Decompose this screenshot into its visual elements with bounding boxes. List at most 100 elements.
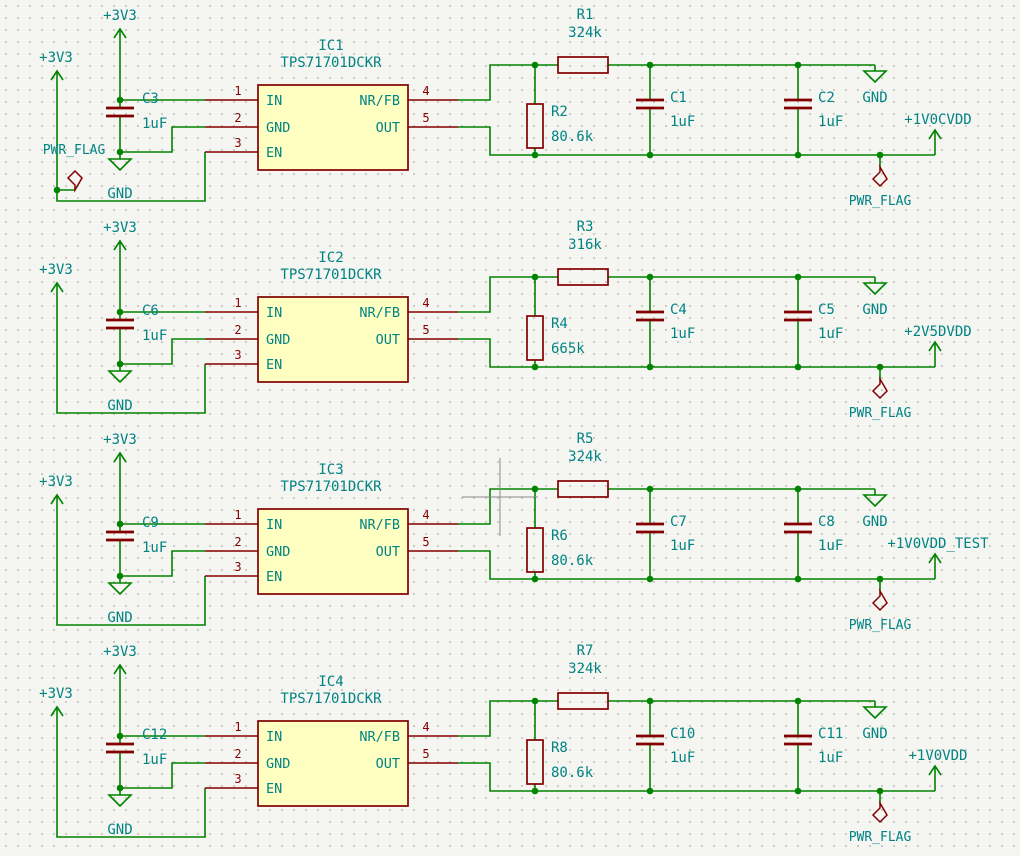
ic-body[interactable] <box>257 720 409 807</box>
power-flag-output[interactable]: PWR_FLAG <box>849 376 912 421</box>
resistor-r7[interactable]: R7 324k <box>557 643 609 710</box>
resistor-r5[interactable]: R5 324k <box>557 431 609 498</box>
capacitor-c9[interactable]: C9 1uF <box>106 515 167 556</box>
resistor-body[interactable] <box>557 56 609 74</box>
power-symbol-3v3-enable[interactable]: +3V3 <box>39 686 73 717</box>
power-symbol-3v3-enable[interactable]: +3V3 <box>39 50 73 81</box>
power-symbol-gnd-input[interactable]: GND <box>107 582 133 626</box>
resistor-r6[interactable]: R6 80.6k <box>526 527 594 573</box>
power-flag-output[interactable]: PWR_FLAG <box>849 800 912 845</box>
resistor-r2[interactable]: R2 80.6k <box>526 103 594 149</box>
wire-gnd-pin[interactable] <box>120 762 205 789</box>
cap-ref[interactable]: C1 <box>670 90 687 106</box>
ic-body[interactable] <box>257 84 409 171</box>
power-symbol-gnd-input[interactable]: GND <box>107 794 133 838</box>
wire-en-pullup[interactable] <box>56 708 206 838</box>
cap-value[interactable]: 1uF <box>142 328 167 344</box>
cap-ref[interactable]: C9 <box>142 515 159 531</box>
resistor-ref[interactable]: R8 <box>551 740 568 756</box>
cap-value[interactable]: 1uF <box>670 750 695 766</box>
wire-feedback[interactable] <box>458 488 558 525</box>
resistor-ref[interactable]: R2 <box>551 104 568 120</box>
resistor-body[interactable] <box>526 103 544 149</box>
cap-ref[interactable]: C7 <box>670 514 687 530</box>
resistor-value[interactable]: 665k <box>551 341 585 357</box>
resistor-value[interactable]: 324k <box>568 661 602 677</box>
resistor-r8[interactable]: R8 80.6k <box>526 739 594 785</box>
resistor-body[interactable] <box>526 739 544 785</box>
resistor-ref[interactable]: R6 <box>551 528 568 544</box>
capacitor-c11[interactable]: C11 1uF <box>784 726 843 766</box>
power-symbol-output-net[interactable]: +1V0CVDD <box>904 112 972 140</box>
wire-feedback[interactable] <box>458 276 558 313</box>
cap-value[interactable]: 1uF <box>670 114 695 130</box>
cap-ref[interactable]: C10 <box>670 726 695 742</box>
power-symbol-3v3-main[interactable]: +3V3 <box>103 432 137 463</box>
resistor-r3[interactable]: R3 316k <box>557 219 609 286</box>
ic-value[interactable]: TPS71701DCKR <box>280 691 382 707</box>
ic-value[interactable]: TPS71701DCKR <box>280 55 382 71</box>
power-symbol-gnd-input[interactable]: GND <box>107 370 133 414</box>
power-symbol-output-net[interactable]: +2V5DVDD <box>904 324 972 352</box>
wire-gnd-pin[interactable] <box>120 126 205 153</box>
cap-value[interactable]: 1uF <box>142 540 167 556</box>
power-symbol-gnd-output[interactable]: GND <box>862 70 888 106</box>
power-symbol-3v3-enable[interactable]: +3V3 <box>39 474 73 505</box>
power-symbol-3v3-main[interactable]: +3V3 <box>103 220 137 251</box>
ic-value[interactable]: TPS71701DCKR <box>280 267 382 283</box>
resistor-ref[interactable]: R4 <box>551 316 568 332</box>
cap-value[interactable]: 1uF <box>670 326 695 342</box>
cap-ref[interactable]: C5 <box>818 302 835 318</box>
power-symbol-output-net[interactable]: +1V0VDD_TEST <box>887 536 989 564</box>
power-flag-input[interactable]: PWR_FLAG <box>43 143 106 194</box>
cap-ref[interactable]: C4 <box>670 302 687 318</box>
cap-value[interactable]: 1uF <box>142 752 167 768</box>
wire-output-rail[interactable] <box>458 550 935 580</box>
power-symbol-gnd-output[interactable]: GND <box>862 282 888 318</box>
wire-en-pullup[interactable] <box>56 72 206 202</box>
resistor-ref[interactable]: R5 <box>577 431 594 447</box>
cap-value[interactable]: 1uF <box>818 538 843 554</box>
wire-feedback[interactable] <box>458 700 558 737</box>
resistor-body[interactable] <box>526 315 544 361</box>
resistor-ref[interactable]: R7 <box>577 643 594 659</box>
capacitor-c12[interactable]: C12 1uF <box>106 727 167 768</box>
resistor-body[interactable] <box>526 527 544 573</box>
power-flag-output[interactable]: PWR_FLAG <box>849 588 912 633</box>
wire-feedback[interactable] <box>458 64 558 101</box>
resistor-value[interactable]: 80.6k <box>551 553 594 569</box>
wire-output-rail[interactable] <box>458 762 935 792</box>
power-symbol-3v3-enable[interactable]: +3V3 <box>39 262 73 293</box>
resistor-ref[interactable]: R3 <box>577 219 594 235</box>
wire-output-rail[interactable] <box>458 338 935 368</box>
resistor-r4[interactable]: R4 665k <box>526 315 585 361</box>
cap-value[interactable]: 1uF <box>818 750 843 766</box>
cap-ref[interactable]: C3 <box>142 91 159 107</box>
cap-ref[interactable]: C12 <box>142 727 167 743</box>
ic-ref[interactable]: IC1 <box>318 38 343 54</box>
wire-gnd-pin[interactable] <box>120 550 205 577</box>
cap-ref[interactable]: C11 <box>818 726 843 742</box>
wire-gnd-pin[interactable] <box>120 338 205 365</box>
cap-value[interactable]: 1uF <box>818 326 843 342</box>
ic-body[interactable] <box>257 508 409 595</box>
power-flag-output[interactable]: PWR_FLAG <box>849 164 912 209</box>
power-symbol-gnd-input[interactable]: GND <box>107 158 133 202</box>
power-symbol-output-net[interactable]: +1V0VDD <box>908 748 968 776</box>
resistor-value[interactable]: 80.6k <box>551 765 594 781</box>
resistor-value[interactable]: 316k <box>568 237 602 253</box>
resistor-value[interactable]: 80.6k <box>551 129 594 145</box>
wire-en-pullup[interactable] <box>56 284 206 414</box>
wire-output-rail[interactable] <box>458 126 935 156</box>
power-symbol-3v3-main[interactable]: +3V3 <box>103 8 137 39</box>
resistor-value[interactable]: 324k <box>568 449 602 465</box>
